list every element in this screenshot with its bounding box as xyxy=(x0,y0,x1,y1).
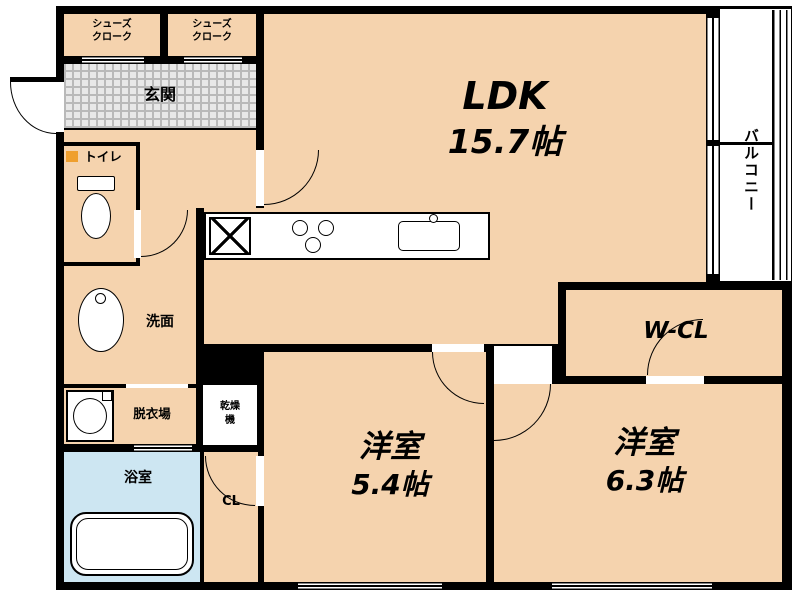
label-closet: CL xyxy=(222,494,240,509)
dryer-box xyxy=(200,382,260,448)
stove-burner-icon-3 xyxy=(305,237,321,253)
room-entrance xyxy=(64,64,256,128)
dryer-line2: 機 xyxy=(225,415,235,426)
bedroom63-area: 6.3帖 xyxy=(605,463,684,497)
toilet-accent xyxy=(66,151,78,162)
room-shoe-closet-left xyxy=(64,14,160,56)
toilet-tank-icon xyxy=(77,176,115,191)
shoe-closet-door-left xyxy=(82,56,144,64)
entrance-door-opening xyxy=(56,82,64,132)
toilet-door-opening xyxy=(134,210,141,258)
label-ldk: LDK 15.7帖 xyxy=(375,72,635,164)
toilet-bowl-icon xyxy=(81,193,111,239)
hall-ldk-door-opening xyxy=(256,150,264,206)
window-stub-middle xyxy=(706,140,720,146)
ldk-name: LDK xyxy=(462,74,548,118)
label-washroom: 洗面 xyxy=(146,314,174,330)
shoe-closet-left-line1: シューズ xyxy=(92,19,132,30)
label-toilet: トイレ xyxy=(84,149,122,164)
label-walk-in-closet: W-CL xyxy=(643,318,709,344)
shoe-closet-right-line2: クローク xyxy=(192,32,232,43)
washbasin-faucet-icon xyxy=(95,293,106,304)
stove-burner-icon-2 xyxy=(318,220,334,236)
window-stub-bottom xyxy=(706,274,720,286)
label-bedroom-63: 洋室 6.3帖 xyxy=(542,424,747,498)
label-balcony: バルコニー xyxy=(742,127,760,213)
bedroom54-window xyxy=(298,582,442,590)
washroom-changing-opening xyxy=(126,384,188,388)
bathtub-icon xyxy=(70,512,194,576)
washing-machine-drum-icon xyxy=(73,398,107,434)
entrance-door-leaf xyxy=(10,77,56,82)
balcony-divider xyxy=(714,142,772,145)
room-bedroom-63 xyxy=(494,384,782,582)
ldk-balcony-window xyxy=(706,18,720,274)
bedroom54-door-opening xyxy=(432,344,484,352)
label-shoe-closet-right: シューズ クローク xyxy=(169,18,255,44)
sink-faucet-icon xyxy=(429,214,438,223)
washer-faucet-icon xyxy=(102,391,112,401)
ldk-area: 15.7帖 xyxy=(447,122,563,162)
bedroom54-area: 5.4帖 xyxy=(351,467,429,501)
bathroom-sliding-door xyxy=(134,444,192,452)
label-bathroom: 浴室 xyxy=(124,470,152,486)
stove-burner-icon-1 xyxy=(292,220,308,236)
label-entrance: 玄関 xyxy=(143,85,176,104)
room-ldk-dining xyxy=(264,282,558,344)
shoe-closet-right-line1: シューズ xyxy=(192,19,232,30)
entrance-door-arc xyxy=(10,82,56,134)
dryer-line1: 乾燥 xyxy=(220,401,240,412)
room-shoe-closet-right xyxy=(168,14,256,56)
closet-door-opening xyxy=(256,456,264,506)
shoe-closet-door-right xyxy=(184,56,242,64)
shoe-closet-left-line2: クローク xyxy=(92,32,132,43)
window-stub-top xyxy=(706,8,720,18)
label-bedroom-54: 洋室 5.4帖 xyxy=(290,428,490,502)
bedroom63-name: 洋室 xyxy=(613,425,676,461)
bedroom63-window xyxy=(552,582,712,590)
label-shoe-closet-left: シューズ クローク xyxy=(66,18,158,44)
wcl-door-opening xyxy=(646,376,704,384)
bedroom54-name: 洋室 xyxy=(359,429,421,465)
balcony-railing xyxy=(772,10,790,280)
kitchen-sink-icon xyxy=(398,221,460,251)
bathtub-inner-icon xyxy=(76,518,188,570)
bedroom63-door-opening xyxy=(494,346,552,384)
label-dryer: 乾燥 機 xyxy=(202,400,258,428)
refrigerator-space-icon xyxy=(209,217,251,255)
label-changing-room: 脱衣場 xyxy=(133,406,171,421)
